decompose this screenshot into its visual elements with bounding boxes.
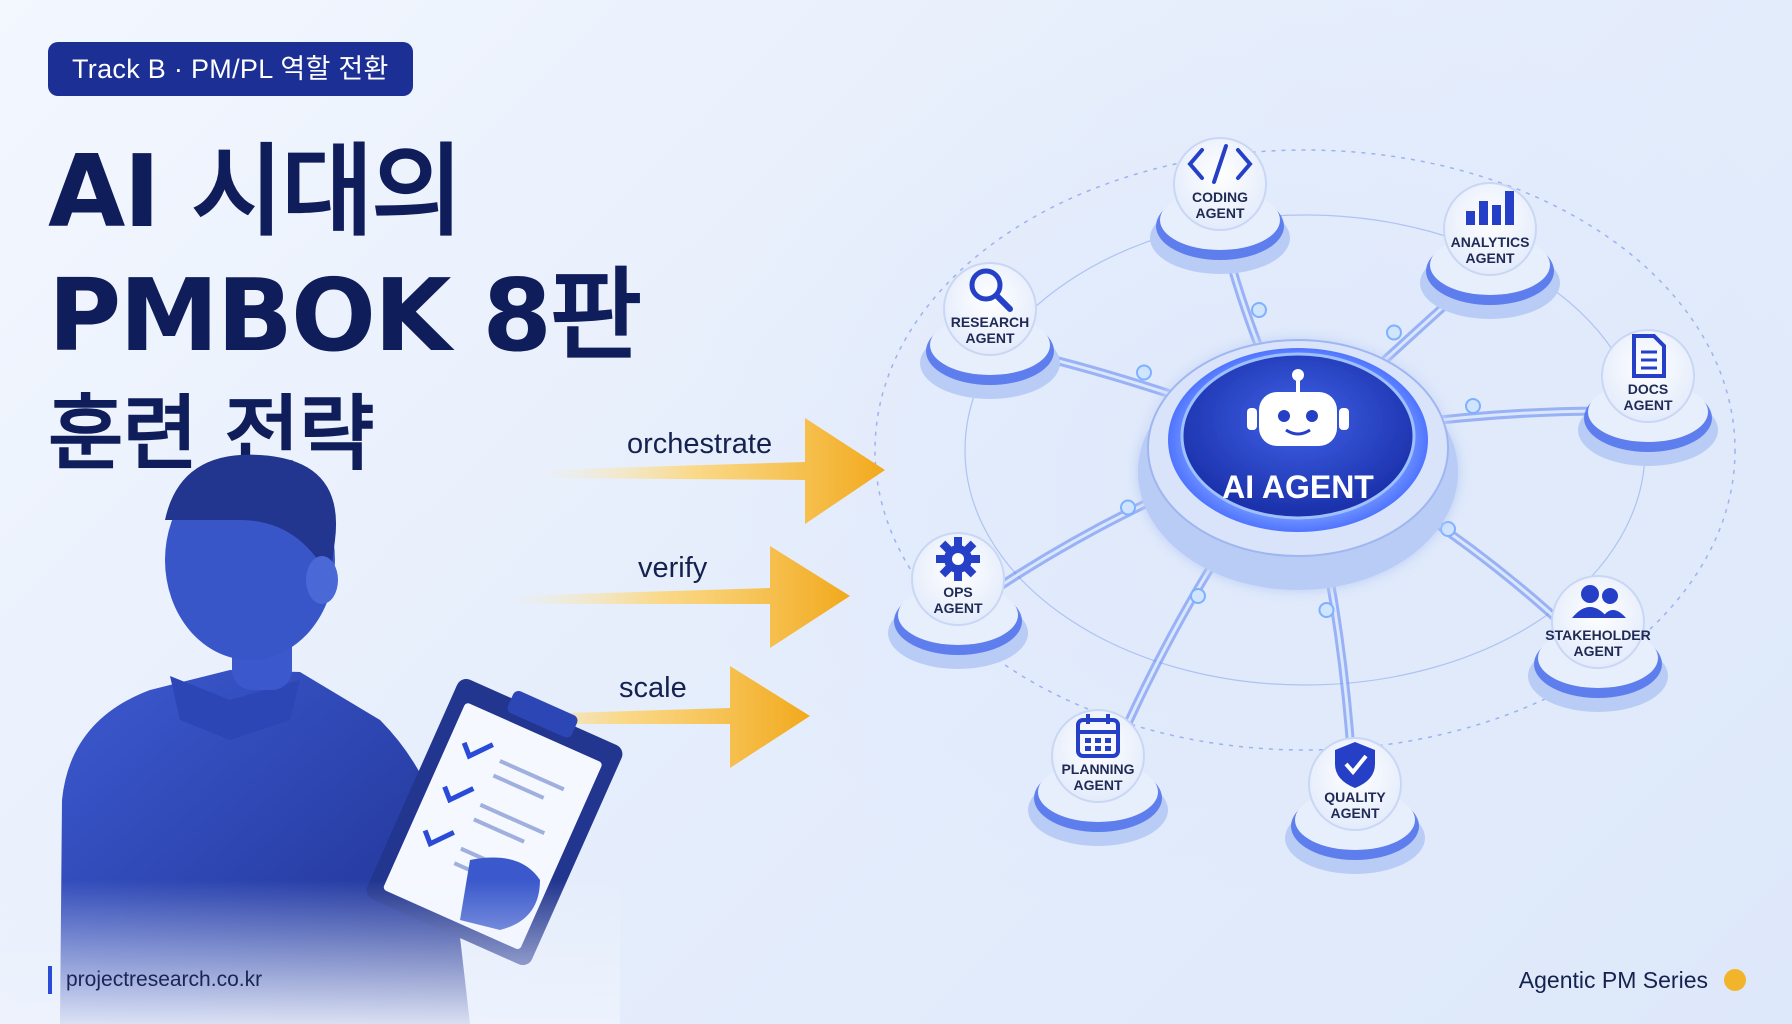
- verb-scale: scale: [619, 672, 687, 704]
- agent-label: AGENT: [966, 330, 1015, 346]
- connector-node-dot: [1120, 499, 1136, 516]
- track-badge: Track B · PM/PL 역할 전환: [48, 42, 413, 96]
- agent-label: QUALITY: [1324, 789, 1386, 805]
- agent-label: AGENT: [934, 600, 983, 616]
- agent-node-research[interactable]: [920, 262, 1060, 399]
- footer-accent-dot: [1724, 969, 1746, 991]
- arrow-orchestrate: [540, 418, 885, 524]
- ai-agent-hub[interactable]: [1138, 339, 1458, 590]
- title-line-2: PMBOK 8판: [48, 257, 642, 374]
- arrow-scale: [470, 666, 810, 768]
- agent-node-ops[interactable]: [888, 532, 1028, 669]
- project-manager-figure: [0, 454, 623, 1024]
- agent-label: RESEARCH: [951, 314, 1030, 330]
- agent-label: AGENT: [1574, 643, 1623, 659]
- gear-icon: [936, 537, 980, 581]
- footer-series: Agentic PM Series: [1518, 967, 1708, 993]
- agent-label: OPS: [943, 584, 973, 600]
- connector-node-dot: [1190, 588, 1206, 604]
- agent-node-coding[interactable]: [1150, 137, 1290, 274]
- calendar-icon: [1076, 714, 1120, 758]
- hub-label: AI AGENT: [1222, 469, 1374, 505]
- bar-chart-icon: [1466, 191, 1514, 225]
- agent-label: AGENT: [1624, 397, 1673, 413]
- agent-node-docs[interactable]: [1578, 329, 1718, 466]
- connector-node-dot: [1386, 324, 1402, 341]
- code-icon: [1187, 144, 1253, 184]
- agent-label: AGENT: [1074, 777, 1123, 793]
- connector-node-dot: [1251, 302, 1267, 318]
- agent-label: ANALYTICS: [1451, 234, 1530, 250]
- agent-label: CODING: [1192, 189, 1248, 205]
- shield-check-icon: [1335, 742, 1375, 788]
- agent-label: AGENT: [1466, 250, 1515, 266]
- footer-site[interactable]: projectresearch.co.kr: [48, 966, 262, 994]
- agent-label: AGENT: [1331, 805, 1380, 821]
- orbit-ring-outer: [874, 149, 1736, 751]
- agent-node-stakeholder[interactable]: [1528, 575, 1668, 712]
- agent-label: AGENT: [1196, 205, 1245, 221]
- agent-label: PLANNING: [1061, 761, 1134, 777]
- connector-node-dot: [1136, 364, 1152, 381]
- arrow-verify: [510, 546, 850, 648]
- verb-verify: verify: [638, 552, 708, 584]
- document-icon: [1632, 334, 1666, 378]
- agent-label: STAKEHOLDER: [1545, 627, 1651, 643]
- connector-node-dot: [1465, 398, 1481, 414]
- connector-node-dot: [1318, 602, 1335, 618]
- title-line-1: AI 시대의: [48, 133, 463, 250]
- connector-node-dot: [1440, 521, 1456, 537]
- agent-label: DOCS: [1628, 381, 1668, 397]
- people-icon: [1572, 585, 1626, 618]
- robot-icon: [1247, 369, 1349, 446]
- search-icon: [969, 268, 1013, 312]
- verb-orchestrate: orchestrate: [627, 428, 773, 460]
- agent-node-analytics[interactable]: [1420, 182, 1560, 319]
